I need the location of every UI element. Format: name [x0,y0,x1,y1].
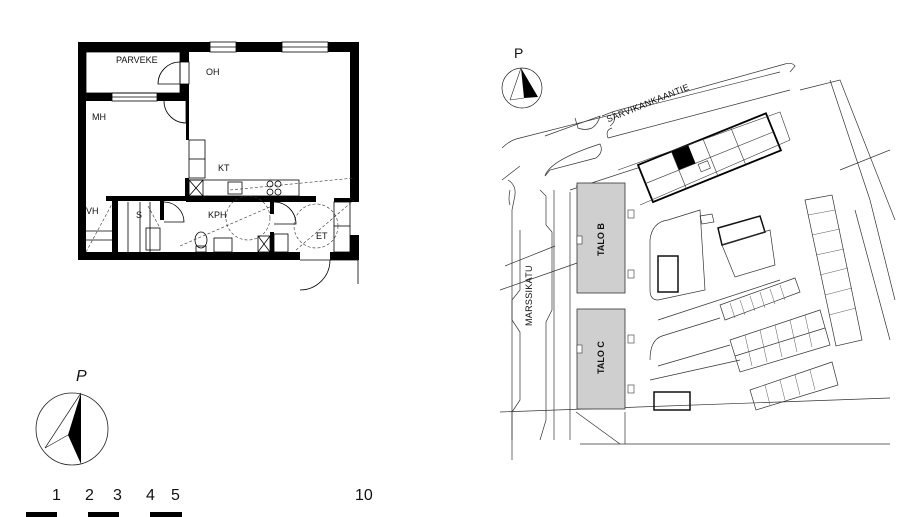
room-label-mh: MH [92,112,106,122]
scale-segment [88,512,119,517]
scale-tick-5: 5 [171,487,180,504]
floor-plan-north-arrow: P [30,368,120,468]
building-label-talo-b: TALO B [596,223,606,256]
building-label-talo-c: TALO C [596,341,606,374]
room-label-et: ET [316,231,328,241]
compass-icon [501,67,543,109]
scale-tick-4: 4 [146,487,155,504]
room-label-oh: OH [206,67,220,77]
north-label: P [514,45,524,61]
apartment-floor-plan: PARVEKE OH MH KT VH S KPH ET [0,0,460,300]
street-label-marssikatu: MARSSIKATU [524,265,534,326]
scale-segment [26,512,57,517]
talo-c-footprint [576,308,626,410]
scale-tick-1: 1 [52,487,61,504]
room-label-s: S [136,210,143,220]
room-label-parveke: PARVEKE [116,55,158,65]
scale-tick-2: 2 [85,487,94,504]
scale-segment [150,512,182,517]
scale-bar: 1 2 3 4 5 10 [0,480,400,517]
scale-tick-3: 3 [113,487,122,504]
room-label-kt: KT [218,163,230,173]
north-label: P [76,368,87,385]
talo-b-footprint [576,182,626,294]
compass-icon [35,392,109,466]
room-label-vh: VH [86,206,99,216]
site-plan-north-arrow: P [500,45,550,110]
floor-plan-drawing [78,41,359,291]
room-label-kph: KPH [208,210,227,220]
scale-tick-10: 10 [355,487,373,504]
